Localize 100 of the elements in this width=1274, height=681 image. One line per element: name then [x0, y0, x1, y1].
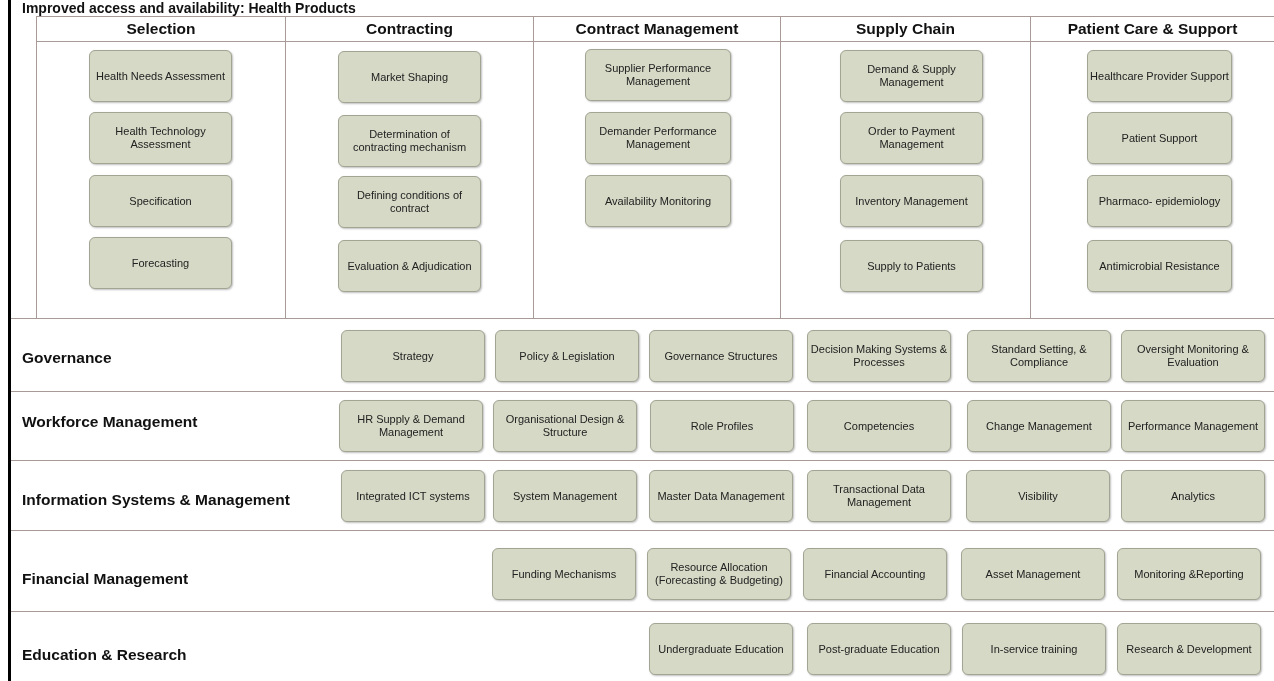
box-label: Decision Making Systems & Processes	[810, 343, 948, 369]
process-box	[492, 548, 636, 600]
process-box	[338, 240, 481, 292]
process-box	[1117, 623, 1261, 675]
process-box	[89, 237, 232, 289]
row-heading: Information Systems & Management	[22, 489, 290, 509]
box-label: Research & Development	[1126, 642, 1252, 656]
box-label: Visibility	[1018, 489, 1058, 503]
process-box	[1087, 240, 1232, 292]
box-label: Oversight Monitoring & Evaluation	[1136, 343, 1250, 369]
process-box	[338, 176, 481, 228]
process-box	[807, 623, 951, 675]
box-label: Forecasting	[131, 256, 190, 270]
box-label: In-service training	[990, 642, 1078, 656]
box-label: Competencies	[843, 419, 915, 433]
process-box	[89, 175, 232, 227]
process-box	[495, 330, 639, 382]
box-label: Evaluation & Adjudication	[347, 259, 472, 273]
row-heading: Education & Research	[22, 644, 187, 664]
title: Improved access and availability: Health Products	[22, 0, 356, 16]
process-box	[840, 175, 983, 227]
box-label: Organisational Design & Structure	[504, 413, 626, 439]
process-box	[966, 470, 1110, 522]
process-box	[649, 470, 793, 522]
process-box	[493, 400, 637, 452]
box-label: HR Supply & Demand Management	[356, 413, 466, 439]
box-label: Analytics	[1171, 489, 1215, 503]
box-label: Performance Management	[1127, 419, 1259, 433]
box-label: Post-graduate Education	[818, 642, 940, 656]
box-label: Transactional Data Management	[832, 483, 926, 509]
process-box	[585, 175, 731, 227]
column-panel	[36, 16, 285, 318]
process-box	[840, 112, 983, 164]
column-panel	[285, 16, 533, 318]
box-label: Funding Mechanisms	[511, 567, 617, 581]
process-box	[1121, 330, 1265, 382]
column-heading: Patient Care & Support	[1067, 20, 1238, 38]
process-box	[585, 112, 731, 164]
box-label: Policy & Legislation	[519, 349, 615, 363]
box-label: Antimicrobial Resistance	[1099, 259, 1220, 273]
process-box	[840, 240, 983, 292]
box-label: Patient Support	[1121, 131, 1198, 145]
process-box	[89, 112, 232, 164]
process-box	[650, 400, 794, 452]
box-label: Supply to Patients	[867, 259, 956, 273]
box-label: Role Profiles	[690, 419, 754, 433]
process-box	[89, 50, 232, 102]
process-box	[803, 548, 947, 600]
row-heading: Workforce Management	[22, 411, 198, 431]
process-box	[961, 548, 1105, 600]
box-label: Change Management	[986, 419, 1092, 433]
box-label: Supplier Performance Management	[603, 62, 713, 88]
box-label: Pharmaco- epidemiology	[1098, 194, 1221, 208]
box-label: Order to Payment Management	[867, 125, 956, 151]
process-box	[967, 400, 1111, 452]
box-label: Monitoring &Reporting	[1134, 567, 1244, 581]
box-label: Availability Monitoring	[604, 194, 712, 208]
process-box	[1121, 400, 1265, 452]
process-box	[967, 330, 1111, 382]
column-heading: Supply Chain	[855, 20, 955, 38]
process-box	[807, 330, 951, 382]
column-heading: Contracting	[366, 20, 453, 38]
column-panel	[1030, 16, 1274, 318]
process-box	[807, 470, 951, 522]
process-box	[649, 623, 793, 675]
row-heading: Governance	[22, 347, 112, 367]
box-label: Health Technology Assessment	[114, 125, 207, 151]
box-label: Market Shaping	[370, 70, 448, 84]
row-heading: Financial Management	[22, 568, 189, 588]
box-label: System Management	[513, 489, 617, 503]
box-label: Determination of contracting mechanism	[351, 128, 468, 154]
box-label: Standard Setting, & Compliance	[990, 343, 1088, 369]
column-panel	[533, 16, 780, 318]
process-box	[339, 400, 483, 452]
process-box	[1087, 50, 1232, 102]
process-box	[647, 548, 791, 600]
process-box	[338, 51, 481, 103]
process-box	[341, 330, 485, 382]
box-label: Integrated ICT systems	[356, 489, 470, 503]
box-label: Resource Allocation (Forecasting & Budgeting)	[654, 561, 784, 587]
process-box	[649, 330, 793, 382]
process-box	[585, 49, 731, 101]
process-box	[1087, 175, 1232, 227]
process-box	[840, 50, 983, 102]
column-panel	[780, 16, 1030, 318]
box-label: Master Data Management	[657, 489, 785, 503]
box-label: Governance Structures	[664, 349, 778, 363]
process-box	[1087, 112, 1232, 164]
box-label: Inventory Management	[855, 194, 968, 208]
box-label: Financial Accounting	[824, 567, 926, 581]
box-label: Health Needs Assessment	[96, 69, 225, 83]
box-label: Demander Performance Management	[598, 125, 718, 151]
column-heading: Contract Management	[575, 20, 739, 38]
box-label: Defining conditions of contract	[355, 189, 464, 215]
box-label: Undergraduate Education	[658, 642, 784, 656]
process-box	[807, 400, 951, 452]
box-label: Asset Management	[985, 567, 1081, 581]
process-box	[493, 470, 637, 522]
process-box	[1121, 470, 1265, 522]
box-label: Healthcare Provider Support	[1090, 69, 1229, 83]
